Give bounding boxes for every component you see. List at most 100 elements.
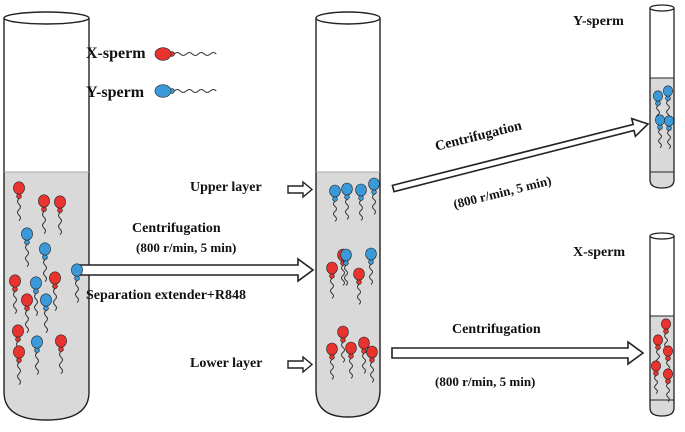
x-sperm-cell [13,181,25,221]
sperm-head [12,324,24,338]
sperm-cells [9,47,674,403]
sperm-tail [58,212,62,235]
sperm-tail [345,199,349,220]
tube-mixed-rim [3,11,90,25]
sperm-midpiece [34,347,40,353]
tube-layers-rim [315,11,381,25]
sperm-tail [43,259,47,282]
sperm-tail [341,265,345,286]
y-sperm-cell [39,242,51,282]
sperm-midpiece [358,195,364,201]
x-sperm-cell [326,342,338,380]
sperm-midpiece [369,357,375,363]
sperm-head [9,274,21,288]
sperm-head [30,276,42,290]
sperm-head [663,345,673,357]
x-sperm-tube-title: X-sperm [573,245,626,260]
sperm-midpiece [666,125,672,131]
x-sperm-cell [326,261,338,299]
arrow-main-centrifugation [75,257,315,283]
sperm-head [653,90,663,102]
sperm-tail [369,264,373,285]
sperm-midpiece [665,95,671,101]
y-sperm-cell [664,115,674,150]
arrow-lower-layer-indicator [287,355,314,374]
sperm-head [366,345,378,359]
sperm-head [71,263,83,277]
arrow-upper-layer-centrifugation [391,117,650,193]
sperm-head [653,334,663,346]
y-sperm-cell [40,293,52,333]
x-sperm-cell [345,341,357,379]
sperm-tail [13,291,17,314]
sperm-tail [654,375,658,395]
sperm-midpiece [344,194,350,200]
sperm-tail [173,52,217,56]
sperm-head [39,242,51,256]
x-sperm-cell [55,334,67,374]
sperm-midpiece [663,328,669,334]
sperm-head [655,114,665,126]
sperm-midpiece [41,206,47,212]
x-sperm-cell [49,271,61,311]
legend-x-sperm-label: X-sperm [86,45,146,62]
y-sperm-cell [30,276,42,316]
lower-arrow-params-label: (800 r/min, 5 min) [435,374,536,389]
x-sperm-cell [38,194,50,234]
sperm-head [365,247,377,261]
sperm-head [326,261,338,275]
sperm-midpiece [329,273,335,279]
sperm-midpiece [52,283,58,289]
sperm-head [358,336,370,350]
sperm-tail [666,100,670,120]
x-sperm-cell [21,293,33,333]
sperm-tail [53,288,57,311]
sperm-midpiece [368,259,374,265]
sperm-tail [25,244,29,267]
x-sperm-cell [54,195,66,235]
sperm-midpiece [58,346,64,352]
y-sperm-cell [31,335,43,375]
main-arrow-extender-label: Separation extender+R848 [86,288,247,303]
sperm-tail [42,211,46,234]
sperm-head [340,248,352,262]
sperm-head [55,334,67,348]
sperm-tail [333,201,337,222]
sperm-tail [666,383,670,403]
x-sperm-cell [661,318,671,353]
sperm-midpiece [43,305,49,311]
sperm-midpiece [74,275,80,281]
sperm-head [664,115,674,127]
tube-layers-fluid [316,172,380,417]
y-sperm-cell [663,85,673,120]
y-sperm-cell [329,184,341,222]
arrow-lower-layer-centrifugation [391,340,645,366]
sperm-head [329,184,341,198]
y-sperm-cell [368,177,380,215]
sperm-midpiece [24,239,30,245]
sperm-midpiece [361,348,367,354]
x-sperm-cell [663,368,673,403]
sperm-head [651,360,661,372]
sperm-head [353,267,365,281]
sperm-tail [357,284,361,305]
sperm-head [21,227,33,241]
main-arrow-params-label: (800 r/min, 5 min) [136,240,237,255]
y-sperm-cell [653,90,663,125]
sperm-midpiece [332,196,338,202]
sperm-midpiece [343,260,349,266]
lower-layer-label: Lower layer [190,356,263,371]
sperm-head [49,271,61,285]
sperm-midpiece [15,336,21,342]
sperm-head [54,195,66,209]
sperm-midpiece [24,305,30,311]
tube-x-outline [649,236,675,417]
x-sperm-cell [13,345,25,385]
sperm-head [154,84,172,98]
sperm-tail [349,358,353,379]
tube-y-outline [649,8,675,189]
sperm-tail [34,293,38,316]
sperm-head [663,368,673,380]
sperm-tail [372,194,376,215]
y-sperm-cell [655,114,665,149]
